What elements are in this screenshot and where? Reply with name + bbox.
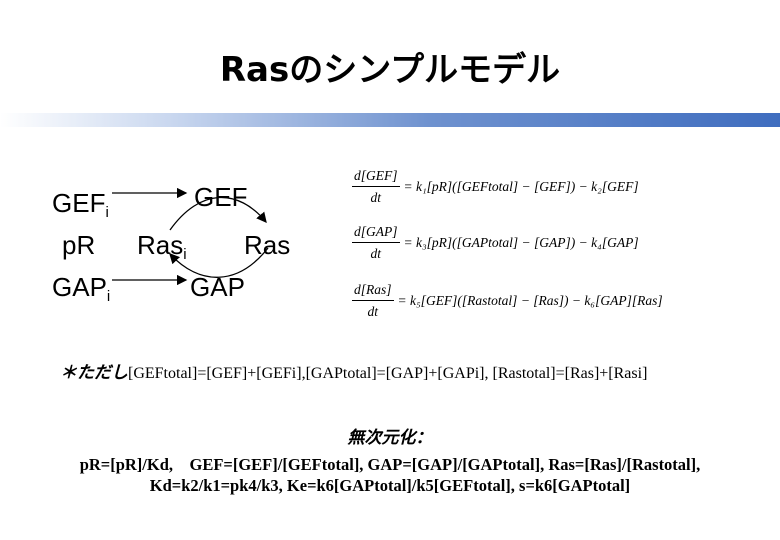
gap-label: GAP bbox=[190, 272, 245, 302]
equation-ras: d[Ras]dt= k₅[GEF]([Rastotal] − [Ras]) − … bbox=[352, 282, 663, 319]
conservation-note: ＊ただし[GEFtotal]=[GEF]+[GEFi],[GAPtotal]=[… bbox=[60, 363, 648, 383]
ras-label: Ras bbox=[244, 230, 291, 260]
pr-label: pR bbox=[62, 230, 96, 260]
gef-label: GEF bbox=[194, 182, 248, 212]
equation-gef: d[GEF]dt= k₁[pR]([GEFtotal] − [GEF]) − k… bbox=[352, 168, 639, 205]
reaction-arrows bbox=[112, 187, 269, 286]
reaction-diagram: GEFi GEF pR Rasi Ras GAPi GAP bbox=[0, 160, 330, 310]
ras-activation-arrow bbox=[169, 196, 267, 231]
accent-bar bbox=[0, 113, 780, 127]
nondim-definitions-line1: pR=[pR]/Kd, GEF=[GEF]/[GEFtotal], GAP=[G… bbox=[79, 455, 701, 474]
nondim-definitions-line2: Kd=k2/k1=pk4/k3, Ke=k6[GAPtotal]/k5[GEFt… bbox=[149, 476, 631, 495]
gapi-label: GAPi bbox=[52, 272, 111, 305]
equation-gap: d[GAP]dt= k₃[pR]([GAPtotal] − [GAP]) − k… bbox=[352, 224, 639, 261]
ras-inactivation-arrow bbox=[169, 247, 269, 278]
gefi-label: GEFi bbox=[52, 188, 109, 221]
slide-title: Rasのシンプルモデル bbox=[219, 50, 561, 90]
rasi-label: Rasi bbox=[137, 230, 187, 263]
nondimensionalization-heading: 無次元化： bbox=[347, 428, 433, 448]
